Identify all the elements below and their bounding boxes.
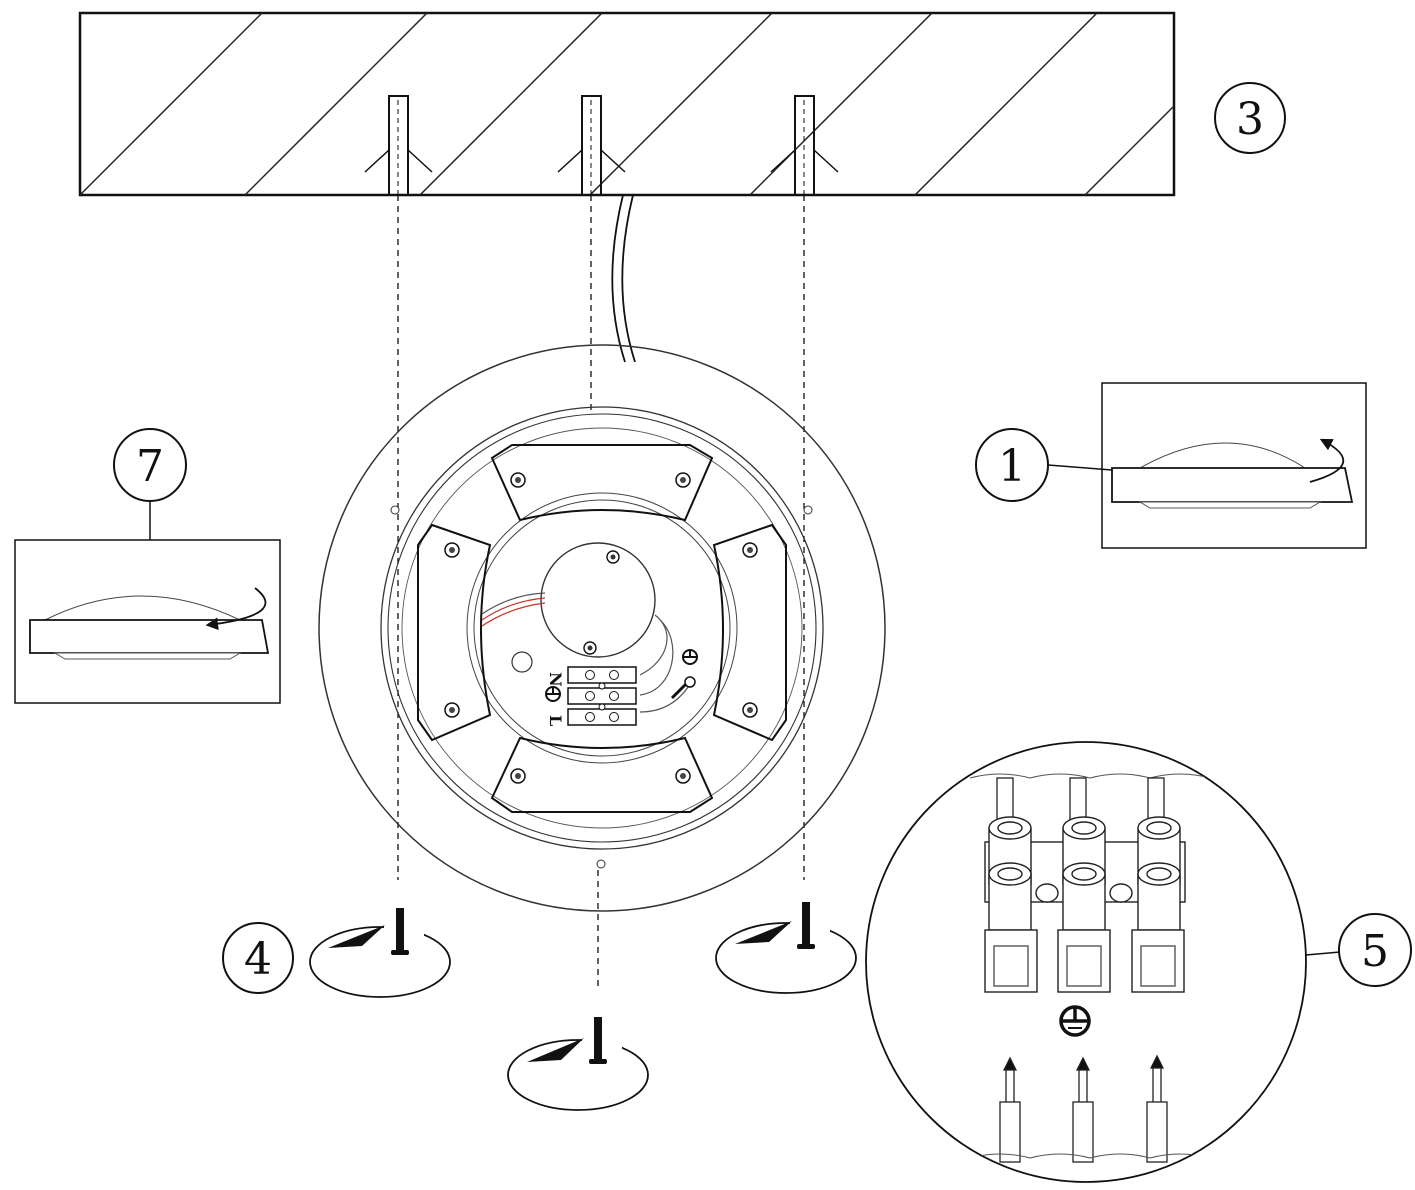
mounting-pad-left [417, 523, 492, 742]
driver-housing [540, 542, 656, 658]
wall-plug-right [770, 95, 839, 196]
terminal-block [567, 666, 637, 726]
internal-wires [481, 592, 691, 713]
wall-plug-left [364, 95, 433, 196]
earth-ground-icon [682, 649, 698, 665]
svg-text:7: 7 [136, 441, 164, 492]
screw-icon [391, 908, 409, 955]
screw-icon [589, 1017, 607, 1064]
callout-step-5: 5 [1338, 913, 1412, 987]
screw-icon [797, 902, 815, 949]
terminal-label-live: L [546, 715, 565, 726]
svg-text:1: 1 [998, 441, 1026, 492]
earth-ground-icon [545, 686, 561, 702]
mounting-pad-right [712, 523, 787, 742]
terminal-detail [865, 741, 1307, 1183]
luminaire-base: N L [318, 344, 886, 912]
mounting-pad-bottom [490, 736, 714, 813]
callout-step-4: 4 [222, 922, 294, 994]
terminal-connector [984, 816, 1186, 993]
svg-text:4: 4 [244, 934, 272, 985]
screw-right [715, 900, 857, 994]
supply-cable [611, 194, 636, 363]
svg-text:3: 3 [1236, 94, 1264, 145]
inset-remove-cover [1101, 382, 1367, 549]
incoming-wires [999, 1054, 1168, 1163]
mounting-pad-top [490, 444, 714, 522]
rotate-arrow-icon [1309, 438, 1345, 483]
rotate-arrow-icon [328, 925, 385, 948]
terminal-label-neutral: N [546, 672, 565, 687]
rotate-arrow-icon [527, 1038, 584, 1062]
screw-center [507, 1015, 649, 1111]
wall-plug-center [557, 95, 626, 196]
inset-refit-cover [14, 539, 281, 704]
screw-left [309, 905, 451, 998]
earth-lug [670, 676, 696, 700]
callout-step-7: 7 [113, 428, 187, 502]
rotate-arrow-icon [735, 921, 792, 944]
earth-ground-icon [1059, 1005, 1091, 1037]
callout-step-1: 1 [975, 428, 1049, 502]
rotate-arrow-icon [205, 587, 267, 631]
callout-step-3: 3 [1214, 82, 1286, 154]
ceiling-block [78, 11, 1176, 197]
svg-text:5: 5 [1361, 926, 1389, 977]
